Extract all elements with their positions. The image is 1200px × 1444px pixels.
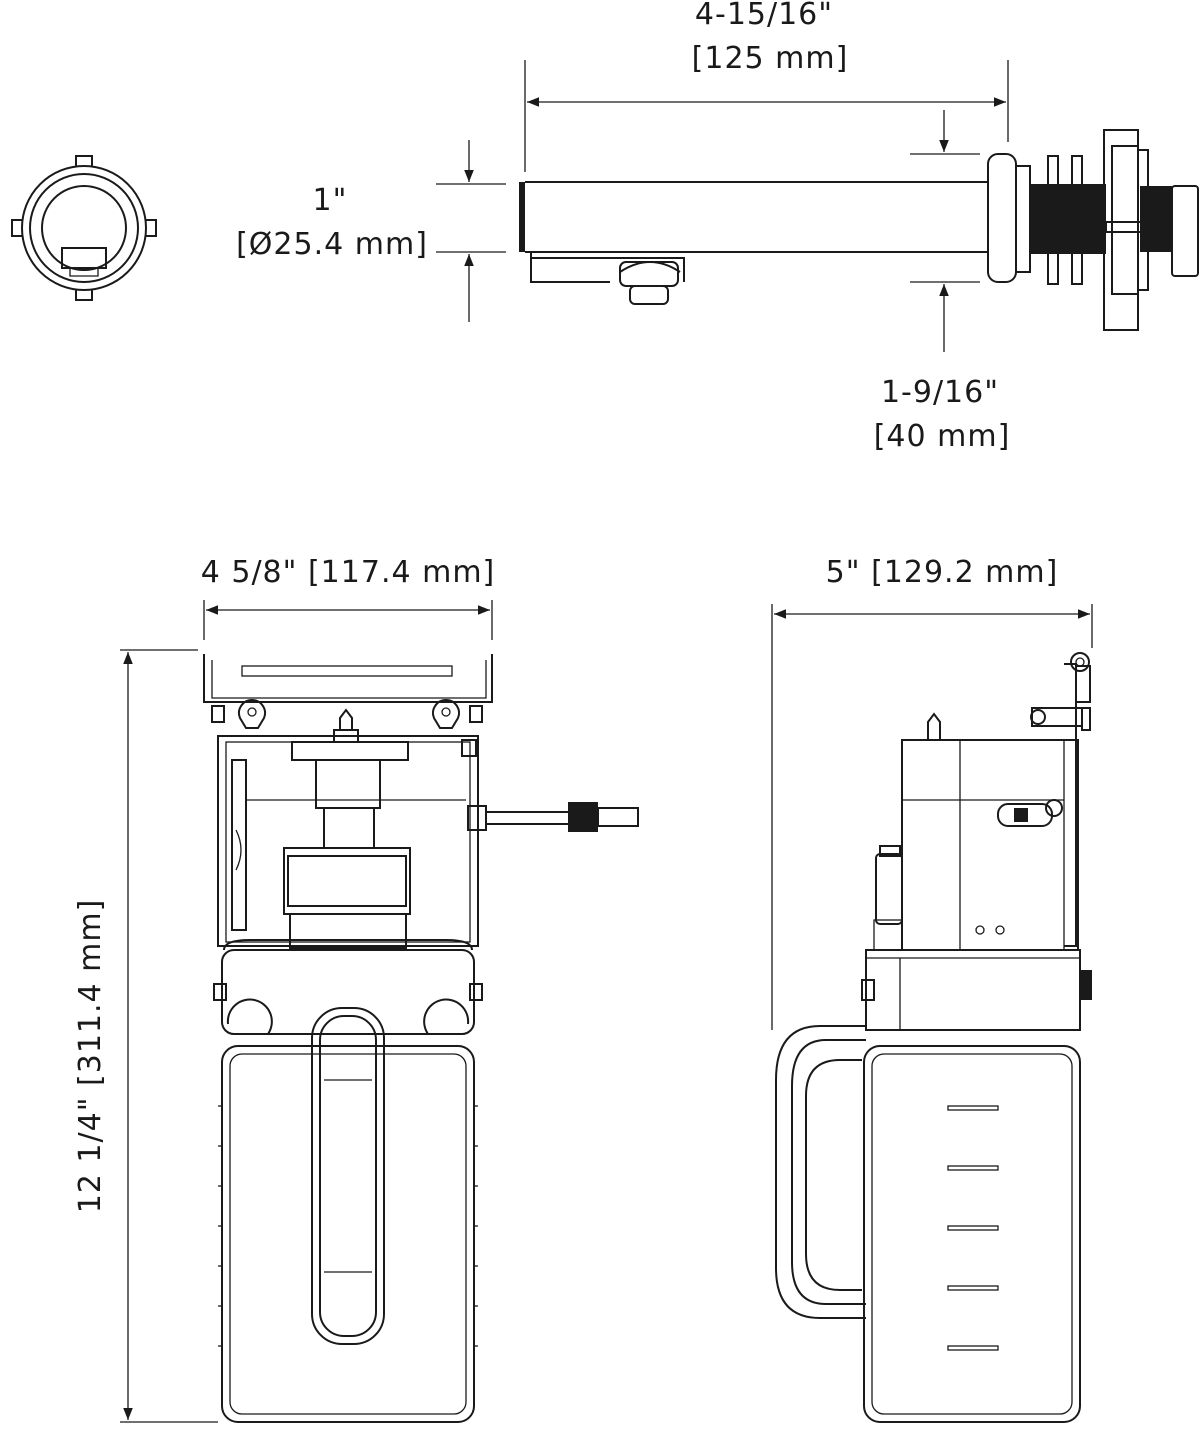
spout-diameter-metric: [Ø25.4 mm] xyxy=(236,227,428,262)
total-height-dimension: 12 1/4" [311.4 mm] xyxy=(73,649,218,1423)
side-depth-dimension: 5" [129.2 mm] xyxy=(771,555,1093,1030)
spout-height-metric: [40 mm] xyxy=(874,419,1011,454)
front-width-dimension: 4 5/8" [117.4 mm] xyxy=(201,555,496,640)
spout-diameter-dimension: 1" [Ø25.4 mm] xyxy=(236,140,506,322)
front-width-label: 4 5/8" [117.4 mm] xyxy=(201,555,496,590)
side-depth-label: 5" [129.2 mm] xyxy=(826,555,1059,590)
spout-height-dimension: 1-9/16" [40 mm] xyxy=(874,110,1011,454)
spout-length-imperial: 4-15/16" xyxy=(695,0,833,32)
spout-length-dimension: 4-15/16" [125 mm] xyxy=(524,0,1009,172)
total-height-label: 12 1/4" [311.4 mm] xyxy=(73,899,108,1214)
spout-side-view xyxy=(519,129,1199,331)
spout-diameter-imperial: 1" xyxy=(313,183,348,218)
spout-end-view xyxy=(11,155,157,301)
spout-length-metric: [125 mm] xyxy=(692,41,849,76)
spout-height-imperial: 1-9/16" xyxy=(881,375,999,410)
front-view xyxy=(203,654,639,1423)
side-view xyxy=(775,652,1092,1423)
